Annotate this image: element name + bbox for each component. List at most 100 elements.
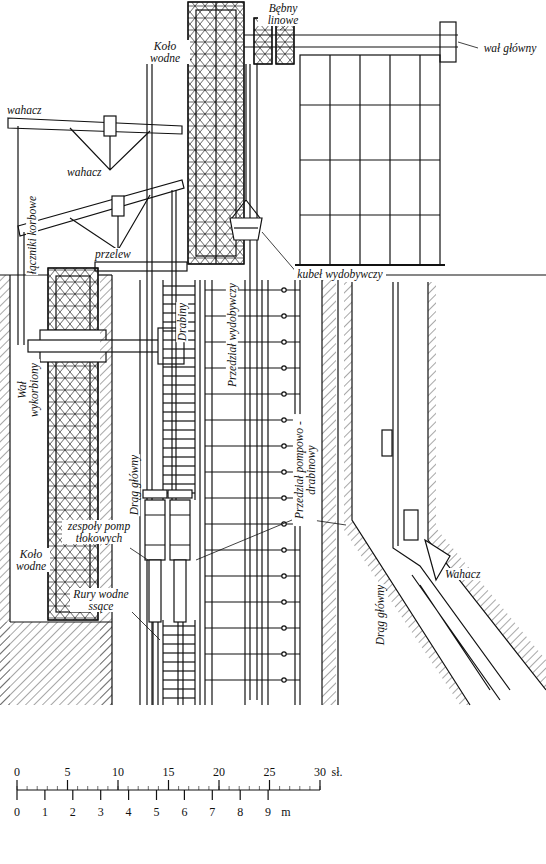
part-label: wahacz bbox=[6, 104, 43, 116]
scale-number: 5 bbox=[64, 766, 72, 779]
scale-bar bbox=[72, 790, 73, 800]
scale-number: 7 bbox=[208, 806, 216, 819]
shaft-frame bbox=[300, 159, 440, 160]
ladders bbox=[163, 393, 195, 394]
leader-lines bbox=[130, 548, 148, 560]
part-label: Drąg główny bbox=[128, 454, 140, 516]
lower-rocker bbox=[112, 196, 124, 216]
scale-bar bbox=[279, 786, 280, 790]
scale-bar bbox=[67, 786, 68, 790]
hoisting-bucket bbox=[230, 218, 262, 240]
part-label: wał główny bbox=[478, 42, 542, 54]
ladders bbox=[163, 280, 195, 705]
piston-pump-sets bbox=[149, 560, 161, 622]
scale-number: 30 bbox=[313, 766, 327, 779]
main-pump-rod bbox=[147, 60, 176, 705]
scale-bar bbox=[198, 786, 199, 790]
scale-bar bbox=[16, 790, 17, 800]
inclined-shaft-inset bbox=[397, 282, 398, 546]
scale-bar bbox=[218, 780, 219, 790]
shaft-frame bbox=[300, 55, 440, 265]
hoisting-guides bbox=[282, 340, 286, 344]
inclined-shaft-inset bbox=[337, 275, 338, 705]
leader-lines bbox=[130, 610, 160, 640]
scale-number: 1 bbox=[41, 806, 49, 819]
ladders bbox=[163, 438, 195, 439]
scale-bar bbox=[240, 790, 241, 800]
scale-bar bbox=[268, 790, 269, 800]
ladders bbox=[163, 670, 195, 671]
scale-number: 9 bbox=[264, 806, 272, 819]
scale-bar bbox=[44, 790, 45, 800]
ladders bbox=[163, 697, 195, 698]
hoisting-guides bbox=[282, 392, 286, 396]
ladders bbox=[163, 420, 195, 421]
ground-hatching bbox=[322, 275, 336, 705]
ladders bbox=[163, 375, 195, 376]
inclined-shaft-inset bbox=[338, 275, 546, 705]
compartment-label: Przedział pompowo -drabinowy bbox=[293, 414, 317, 526]
hoisting-guides bbox=[282, 366, 286, 370]
ladders bbox=[163, 465, 195, 466]
hoisting-guides bbox=[282, 626, 286, 630]
ladders bbox=[163, 634, 195, 635]
part-label: Drąg główny bbox=[374, 584, 386, 646]
scale-bar bbox=[239, 786, 240, 790]
scale-unit: sł. bbox=[330, 766, 343, 779]
lower-water-wheel bbox=[56, 276, 90, 612]
part-label: łączniki korbowe bbox=[26, 195, 38, 275]
scale-bar bbox=[57, 786, 58, 790]
scale-bar bbox=[128, 786, 129, 790]
part-label: Rury wodne ssące bbox=[70, 588, 132, 612]
piston-pump-sets bbox=[145, 500, 165, 560]
hoisting-guides bbox=[282, 470, 286, 474]
scale-bar bbox=[158, 786, 159, 790]
hoisting-guides bbox=[282, 652, 286, 656]
compartment-label: Przedział wydobywczy bbox=[226, 282, 238, 388]
piston-pump-sets bbox=[145, 515, 190, 545]
ladders bbox=[163, 643, 195, 644]
ladders bbox=[163, 411, 195, 412]
hoisting-bucket bbox=[234, 227, 258, 228]
upper-rocker bbox=[104, 116, 116, 136]
part-label: Bębny linowe bbox=[258, 2, 308, 26]
ground-hatching bbox=[0, 275, 336, 705]
upper-rocker bbox=[8, 116, 182, 170]
main-shaft bbox=[440, 22, 456, 62]
ladders bbox=[163, 447, 195, 448]
main-pump-rod bbox=[146, 60, 147, 705]
drawing-stroke bbox=[0, 2, 546, 800]
scale-number: 3 bbox=[97, 806, 105, 819]
ladders bbox=[163, 474, 195, 475]
shaft-walls bbox=[204, 280, 205, 705]
scale-bar bbox=[138, 786, 139, 790]
scale-bar bbox=[148, 786, 149, 790]
scale-number: 20 bbox=[212, 766, 226, 779]
scale-bar bbox=[100, 790, 101, 800]
shaft-frame bbox=[295, 55, 445, 265]
scale-number: 8 bbox=[236, 806, 244, 819]
scale-bar bbox=[107, 786, 108, 790]
hoisting-rope bbox=[256, 64, 257, 700]
scale-bar bbox=[128, 790, 129, 800]
part-label: kubeł wydobywczy bbox=[294, 268, 386, 280]
scale-bar bbox=[17, 780, 320, 800]
upper-rocker bbox=[8, 118, 182, 134]
scale-number: 15 bbox=[162, 766, 176, 779]
scale-bar bbox=[269, 786, 270, 790]
scale-number: 4 bbox=[125, 806, 133, 819]
leader-lines bbox=[458, 42, 478, 48]
ladders bbox=[163, 661, 195, 662]
shaft-frame bbox=[300, 104, 440, 105]
inclined-shaft-inset bbox=[428, 282, 546, 690]
leader-lines bbox=[262, 232, 298, 274]
hoisting-guides bbox=[211, 280, 212, 705]
ground-hatching bbox=[10, 621, 112, 622]
lower-water-wheel bbox=[28, 340, 166, 352]
piston-pump-sets bbox=[174, 560, 186, 622]
crank-links bbox=[17, 126, 18, 345]
part-label: Wał wykorbiony bbox=[16, 359, 40, 421]
piston-pump-sets bbox=[170, 500, 190, 560]
scale-unit: m bbox=[280, 806, 291, 819]
